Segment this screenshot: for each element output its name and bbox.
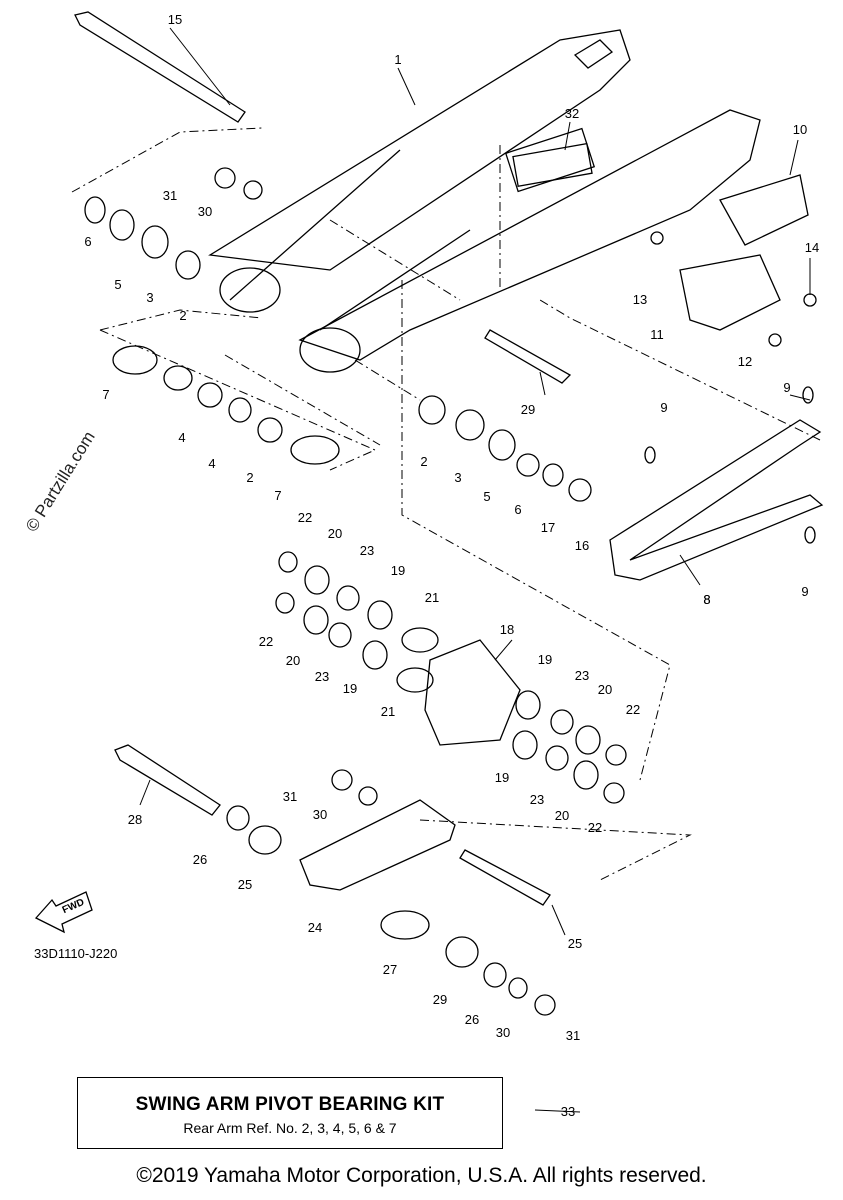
part-number-callout: 6 xyxy=(514,502,522,517)
part-number-callout: 15 xyxy=(167,12,183,27)
part-number-callout: 5 xyxy=(483,489,491,504)
kit-ref-number: 33 xyxy=(560,1104,576,1119)
part-number-callout: 19 xyxy=(390,563,406,578)
part-number-callout: 7 xyxy=(274,488,282,503)
part-number-callout: 6 xyxy=(84,234,92,249)
part-number-callout: 25 xyxy=(237,877,253,892)
part-number-callout: 30 xyxy=(197,204,213,219)
part-number-callout: 12 xyxy=(737,354,753,369)
pivot-axle xyxy=(74,11,246,123)
part-number-callout: 20 xyxy=(597,682,613,697)
chain-slider xyxy=(609,419,824,581)
bearing-kit-box: SWING ARM PIVOT BEARING KIT Rear Arm Ref… xyxy=(77,1077,503,1149)
part-number-callout: 28 xyxy=(127,812,143,827)
part-number-callout: 18 xyxy=(499,622,515,637)
part-number-callout: 4 xyxy=(208,456,216,471)
part-number-callout: 14 xyxy=(804,240,820,255)
part-number-callout: 26 xyxy=(464,1012,480,1027)
kit-subtitle: Rear Arm Ref. No. 2, 3, 4, 5, 6 & 7 xyxy=(183,1120,397,1136)
part-number-callout: 10 xyxy=(792,122,808,137)
part-number-callout: 22 xyxy=(625,702,641,717)
chain-guide xyxy=(719,174,809,246)
pivot-bolt xyxy=(114,744,221,816)
part-number-callout: 20 xyxy=(554,808,570,823)
fwd-arrow xyxy=(34,891,93,934)
part-number-callout: 23 xyxy=(574,668,590,683)
part-number-callout: 24 xyxy=(307,920,323,935)
part-number-callout: 31 xyxy=(162,188,178,203)
part-number-callout: 9 xyxy=(783,380,791,395)
part-number-callout: 3 xyxy=(454,470,462,485)
part-number-callout: 19 xyxy=(494,770,510,785)
part-number-callout: 29 xyxy=(432,992,448,1007)
part-number-callout: 8 xyxy=(703,592,711,607)
part-number-callout: 19 xyxy=(537,652,553,667)
connecting-rod xyxy=(299,799,456,891)
part-number-callout: 17 xyxy=(540,520,556,535)
part-number-callout: 22 xyxy=(297,510,313,525)
part-number-callout: 2 xyxy=(246,470,254,485)
part-number-callout: 23 xyxy=(314,669,330,684)
part-number-callout: 32 xyxy=(564,106,580,121)
part-number-callout: 25 xyxy=(567,936,583,951)
part-number-callout: 29 xyxy=(520,402,536,417)
copyright: ©2019 Yamaha Motor Corporation, U.S.A. A… xyxy=(136,1164,707,1187)
part-number-callout: 20 xyxy=(327,526,343,541)
part-number-callout: 22 xyxy=(587,820,603,835)
diagram-code: 33D1110-J220 xyxy=(34,946,118,961)
part-number-callout: 13 xyxy=(632,292,648,307)
part-number-callout: 30 xyxy=(495,1025,511,1040)
relay-arm xyxy=(424,639,521,746)
guide-bracket xyxy=(679,254,781,331)
part-number-callout: 11 xyxy=(650,327,664,342)
part-number-callout: 23 xyxy=(359,543,375,558)
part-number-callout: 21 xyxy=(424,590,440,605)
part-number-callout: 1 xyxy=(394,52,402,67)
part-number-callout: 30 xyxy=(312,807,328,822)
part-number-callout: 31 xyxy=(565,1028,581,1043)
part-number-callout: 4 xyxy=(178,430,186,445)
part-number-callout: 26 xyxy=(192,852,208,867)
part-number-callout: 23 xyxy=(529,792,545,807)
part-number-callout: 5 xyxy=(114,277,122,292)
part-number-callout: 27 xyxy=(382,962,398,977)
part-number-callout: 2 xyxy=(420,454,428,469)
part-number-callout: 31 xyxy=(282,789,298,804)
part-number-callout: 22 xyxy=(258,634,274,649)
part-number-callout: 9 xyxy=(801,584,809,599)
part-number-callout: 9 xyxy=(660,400,668,415)
part-number-callout: 20 xyxy=(285,653,301,668)
part-number-callout: 7 xyxy=(102,387,110,402)
part-number-callout: 3 xyxy=(146,290,154,305)
part-number-callout: 2 xyxy=(179,308,187,323)
part-number-callout: 19 xyxy=(342,681,358,696)
part-number-callout: 8 xyxy=(703,592,711,607)
kit-title: SWING ARM PIVOT BEARING KIT xyxy=(135,1094,445,1115)
part-number-callout: 21 xyxy=(380,704,396,719)
part-number-callout: 16 xyxy=(574,538,590,553)
swing-arm xyxy=(208,29,631,271)
